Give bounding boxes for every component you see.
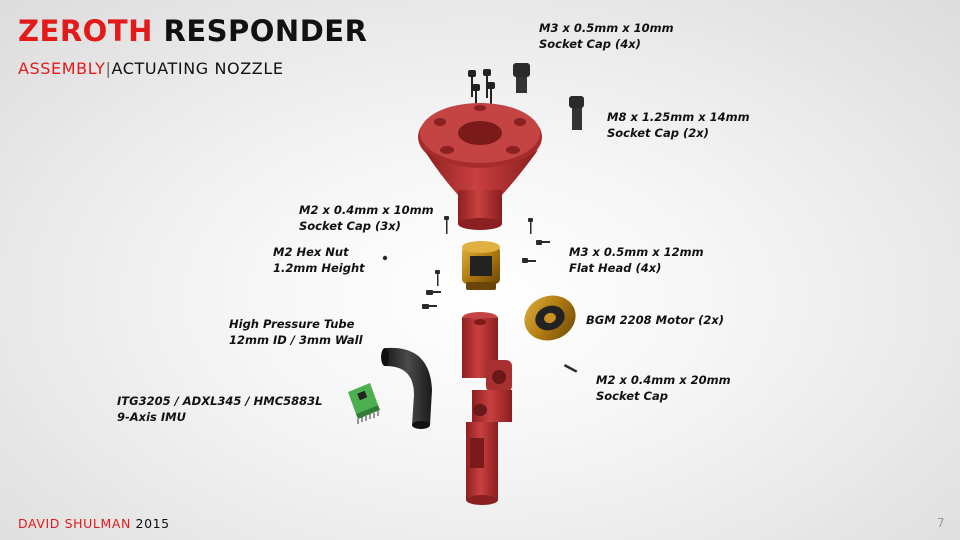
footer-author: DAVID SHULMAN <box>18 516 131 531</box>
label-m2-20mm-socket-cap: M2 x 0.4mm x 20mm Socket Cap <box>596 373 731 403</box>
label-m2-hex-nut: M2 Hex Nut 1.2mm Height <box>273 245 365 275</box>
label-m3-12mm-flat-head: M3 x 0.5mm x 12mm Flat Head (4x) <box>569 245 704 275</box>
subtitle-part2: ACTUATING NOZZLE <box>111 59 284 78</box>
footer-year: 2015 <box>135 516 170 531</box>
label-m3-10mm-socket-cap: M3 x 0.5mm x 10mm Socket Cap (4x) <box>539 21 674 51</box>
label-imu: ITG3205 / ADXL345 / HMC5883L 9-Axis IMU <box>117 394 323 424</box>
gimbal-body <box>462 312 512 505</box>
title-part2: RESPONDER <box>163 14 368 48</box>
label-m2-10mm-socket-cap: M2 x 0.4mm x 10mm Socket Cap (3x) <box>299 203 434 233</box>
title-part1: ZEROTH <box>18 14 153 48</box>
imu-board <box>348 383 380 424</box>
pressure-tube <box>381 347 432 429</box>
page-number: 7 <box>937 516 945 530</box>
slide-subtitle: ASSEMBLY|ACTUATING NOZZLE <box>18 59 284 78</box>
subtitle-separator: | <box>105 59 112 78</box>
upper-motor <box>462 241 500 290</box>
subtitle-part1: ASSEMBLY <box>18 59 106 78</box>
side-motor <box>524 295 576 341</box>
slide-title: ZEROTH RESPONDER <box>18 14 367 48</box>
small-screws <box>382 216 578 373</box>
nozzle-cone <box>418 103 542 230</box>
m3-socket-screws <box>468 63 584 130</box>
footer-credit: DAVID SHULMAN 2015 <box>18 516 170 531</box>
label-high-pressure-tube: High Pressure Tube 12mm ID / 3mm Wall <box>229 317 363 347</box>
label-bgm-motor: BGM 2208 Motor (2x) <box>586 313 725 327</box>
label-m8-14mm-socket-cap: M8 x 1.25mm x 14mm Socket Cap (2x) <box>607 110 750 140</box>
